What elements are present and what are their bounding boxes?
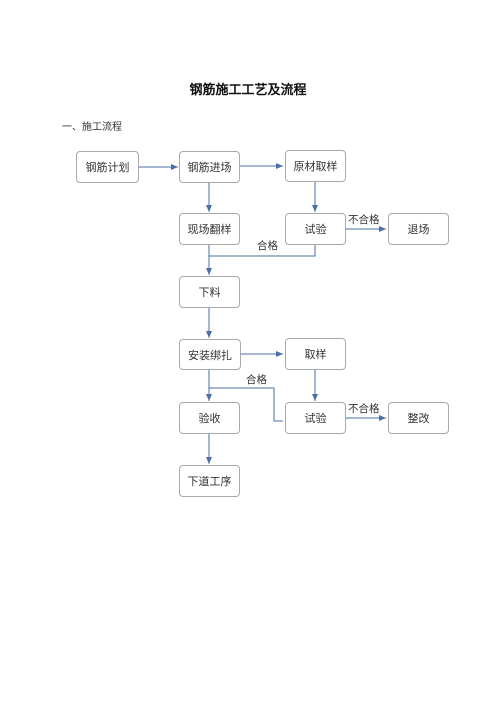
node-flip: 现场翻样 (179, 213, 240, 245)
label-fail-2: 不合格 (348, 403, 380, 415)
node-sample2: 取样 (285, 338, 346, 370)
node-next: 下道工序 (179, 465, 240, 497)
page-title: 钢筋施工工艺及流程 (189, 83, 307, 98)
arrow-test2-accept (209, 387, 283, 422)
node-install: 安装绑扎 (179, 339, 241, 370)
arrow-test1-cutting (206, 245, 316, 275)
node-test2: 试验 (285, 402, 346, 434)
node-accept: 验收 (179, 402, 240, 434)
node-test1: 试验 (285, 213, 346, 245)
label-pass-2: 合格 (246, 374, 267, 386)
node-cutting: 下料 (179, 276, 240, 308)
node-exit: 退场 (388, 213, 449, 245)
section-heading: 一、施工流程 (62, 122, 122, 133)
node-plan: 钢筋计划 (76, 151, 139, 183)
label-pass-1: 合格 (257, 240, 278, 252)
node-sampling: 原材取样 (285, 150, 346, 182)
node-rectify: 整改 (388, 402, 449, 434)
node-arrival: 钢筋进场 (179, 151, 240, 183)
label-fail-1: 不合格 (348, 214, 380, 226)
